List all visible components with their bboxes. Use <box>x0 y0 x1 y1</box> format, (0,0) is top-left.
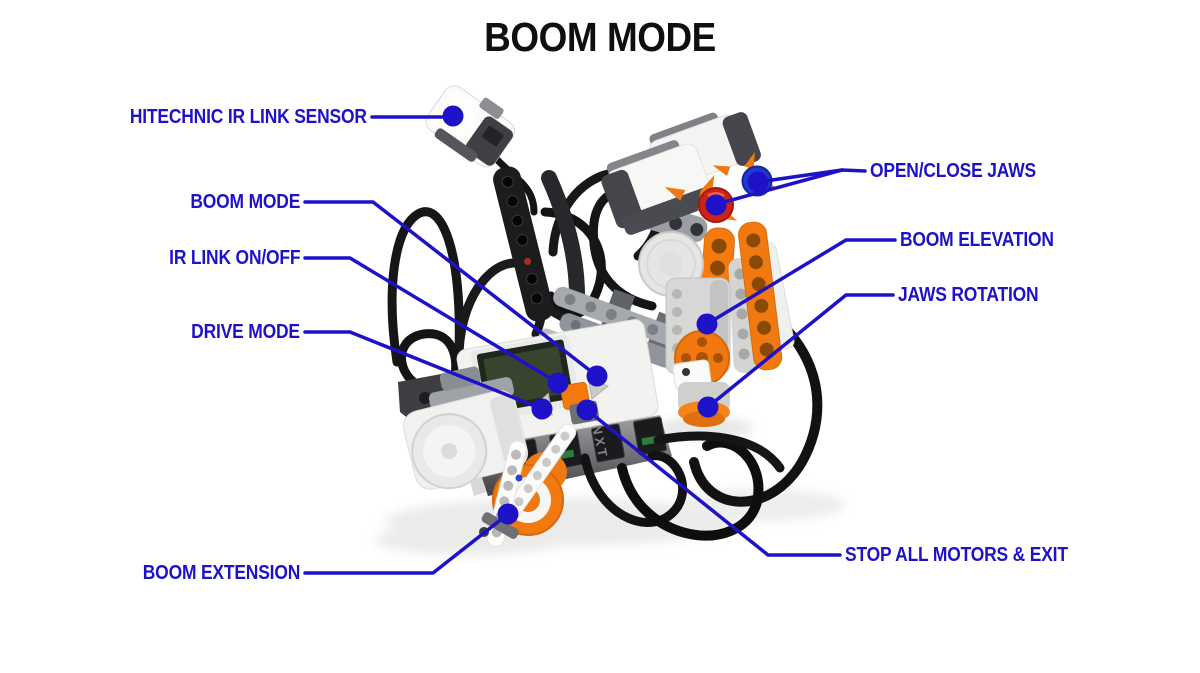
callout-line-boom-elevation <box>705 238 897 326</box>
ir-link-sensor <box>425 85 515 168</box>
white-technic-beam-long <box>502 423 577 522</box>
callout-line-boom-mode <box>303 200 599 378</box>
callout-line-ir-link-on-off <box>303 256 560 385</box>
page-title: BOOM MODE <box>484 14 716 60</box>
callout-label-boom-mode: BOOM MODE <box>190 190 300 213</box>
callout-dot-ir-link-on-off <box>547 372 569 394</box>
callout-dot-drive-mode <box>531 398 553 420</box>
callout-line-open-close-jaws <box>715 168 844 206</box>
callout-layer <box>303 105 897 575</box>
callout-dot-hitechnic-ir-link-sensor <box>442 105 464 127</box>
cable-loops-front <box>580 431 785 541</box>
left-motor <box>402 390 529 490</box>
jaws-motor-left <box>601 140 715 235</box>
callout-dot-boom-mode <box>586 365 608 387</box>
callout-dot-open-close-jaws <box>747 171 769 193</box>
jaws-rotation-joint <box>672 330 730 427</box>
callout-dot-jaws-rotation <box>697 396 719 418</box>
sensor-mast-beam <box>493 166 554 322</box>
callout-dot-boom-extension <box>497 503 519 525</box>
callout-label-drive-mode: DRIVE MODE <box>191 320 300 343</box>
callout-label-boom-extension: BOOM EXTENSION <box>142 561 301 584</box>
jaw-beam-right <box>738 221 783 371</box>
callout-line-open-close-jaws <box>756 168 867 184</box>
callout-line-jaws-rotation <box>706 293 895 409</box>
callout-dot-stop-all-motors-exit <box>576 399 598 421</box>
callout-label-ir-link-on-off: IR LINK ON/OFF <box>168 246 300 269</box>
nxt-logo: NXT <box>589 424 611 461</box>
callout-label-hitechnic-ir-link-sensor: HITECHNIC IR LINK SENSOR <box>130 105 367 128</box>
callout-label-open-close-jaws: OPEN/CLOSE JAWS <box>870 159 1036 182</box>
callout-dot-open-close-jaws <box>705 194 727 216</box>
callout-label-boom-elevation: BOOM ELEVATION <box>900 228 1054 251</box>
callout-label-jaws-rotation: JAWS ROTATION <box>898 283 1039 306</box>
callout-line-boom-extension <box>303 512 510 575</box>
callout-dot-boom-elevation <box>696 313 718 335</box>
callout-label-stop-all-motors-exit: STOP ALL MOTORS & EXIT <box>845 543 1068 566</box>
callout-line-stop-all-motors-exit <box>585 408 842 557</box>
callout-line-drive-mode <box>303 330 544 411</box>
